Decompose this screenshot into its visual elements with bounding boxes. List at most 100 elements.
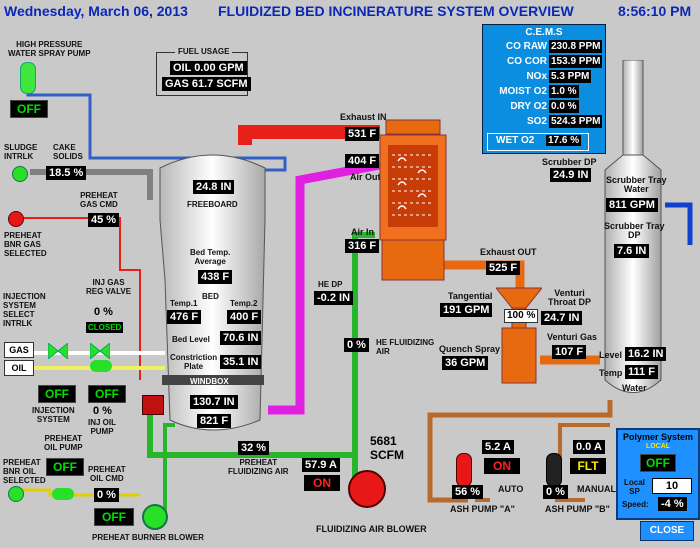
cems-row-value: 524.3 PPM bbox=[549, 115, 603, 128]
ash-pump-b-label: ASH PUMP "B" bbox=[545, 504, 610, 514]
burner-air-pipe bbox=[163, 423, 175, 515]
preheat-oil-pump-icon[interactable] bbox=[52, 488, 74, 500]
windbox-label: WINDBOX bbox=[190, 377, 229, 386]
hp-pump-label: HIGH PRESSURE WATER SPRAY PUMP bbox=[8, 40, 91, 58]
inj-oil-pump-button[interactable]: OFF bbox=[88, 385, 126, 403]
windbox-temp-value: 821 F bbox=[197, 414, 232, 428]
polymer-local-sp-input[interactable]: 10 bbox=[652, 478, 692, 494]
windbox-header-bar bbox=[162, 375, 264, 385]
exhaust-in-label: Exhaust IN bbox=[340, 112, 387, 122]
gas-select-button[interactable]: GAS bbox=[4, 342, 34, 358]
preheat-burner-blower-button[interactable]: OFF bbox=[94, 508, 134, 526]
he-dp-label: HE DP bbox=[318, 280, 343, 289]
time-display: 8:56:10 PM bbox=[618, 3, 692, 19]
ash-pump-a-icon[interactable] bbox=[456, 453, 472, 487]
temp1-label: Temp.1 bbox=[170, 299, 198, 308]
fuel-usage-title: FUEL USAGE bbox=[175, 47, 233, 56]
inj-gas-valve-value: 0 % bbox=[94, 306, 113, 318]
scrubber-temp-label: Temp bbox=[599, 368, 623, 378]
inj-gas-valve-icon[interactable] bbox=[90, 343, 110, 359]
quench-spray-value: 36 GPM bbox=[442, 356, 489, 370]
freeboard-pressure-value: 24.8 IN bbox=[193, 180, 235, 194]
wet-o2-value: 17.6 % bbox=[546, 135, 582, 146]
air-in-value: 316 F bbox=[345, 239, 380, 253]
preheat-oil-cmd-label: PREHEAT OIL CMD bbox=[88, 465, 126, 483]
injection-select-label: INJECTION SYSTEM SELECT INTRLK bbox=[3, 292, 46, 328]
ash-pump-b-amps: 0.0 A bbox=[573, 440, 605, 454]
hp-pump-status-button[interactable]: OFF bbox=[10, 100, 48, 118]
preheat-burner-icon bbox=[142, 395, 164, 415]
sludge-interlock-indicator bbox=[12, 166, 28, 182]
cems-row-label: CO RAW bbox=[505, 41, 547, 52]
preheat-gas-cmd-value: 45 % bbox=[88, 213, 120, 227]
cake-solids-value: 18.5 % bbox=[46, 166, 87, 180]
venturi-gas-value: 107 F bbox=[552, 345, 587, 359]
cems-row-value: 1.0 % bbox=[549, 85, 579, 98]
air-in-label: Air In bbox=[351, 227, 375, 237]
preheat-gas-pipe bbox=[16, 217, 141, 380]
hot-air-pipe bbox=[268, 160, 381, 415]
cems-title: C.E.M.S bbox=[525, 27, 563, 38]
polymer-status-button[interactable]: OFF bbox=[640, 454, 676, 472]
he-fluidizing-air-value: 0 % bbox=[344, 338, 369, 352]
venturi-scrubber bbox=[496, 287, 542, 384]
scrubber-tower bbox=[604, 60, 662, 393]
ash-pump-a-label: ASH PUMP "A" bbox=[450, 504, 515, 514]
preheat-gas-cmd-label: PREHEAT GAS CMD bbox=[80, 191, 118, 209]
exhaust-out-value: 525 F bbox=[486, 261, 521, 275]
inj-oil-pump-icon[interactable] bbox=[90, 360, 112, 372]
windbox-pressure-value: 130.7 IN bbox=[190, 395, 238, 409]
fluidizing-blower-status-button[interactable]: ON bbox=[304, 475, 340, 491]
ash-pump-b-status-button[interactable]: FLT bbox=[570, 458, 606, 474]
exhaust-out-label: Exhaust OUT bbox=[480, 247, 537, 257]
wet-o2-frame: WET O2 17.6 % bbox=[487, 133, 589, 151]
inj-oil-pump-value: 0 % bbox=[93, 405, 112, 417]
venturi-gas-label: Venturi Gas bbox=[547, 332, 598, 342]
polymer-system-panel: Polymer System LOCAL OFF Local SP 10 Spe… bbox=[616, 428, 700, 520]
bed-level-value: 70.6 IN bbox=[220, 331, 262, 345]
burner-blower-icon[interactable] bbox=[142, 504, 168, 530]
bed-level-label: Bed Level bbox=[172, 335, 210, 344]
preheat-fluidizing-air-label: PREHEAT FLUIDIZING AIR bbox=[228, 458, 289, 476]
close-button[interactable]: CLOSE bbox=[640, 521, 694, 541]
ash-pump-a-status-button[interactable]: ON bbox=[484, 458, 520, 474]
fuel-oil-value: OIL 0.00 GPM bbox=[170, 61, 247, 75]
bed-temp-average-value: 438 F bbox=[198, 270, 233, 284]
quench-spray-label: Quench Spray bbox=[439, 344, 501, 354]
ash-pump-b-icon[interactable] bbox=[546, 453, 562, 487]
scrubber-level-value: 16.2 IN bbox=[625, 347, 667, 361]
cems-row-value: 5.3 PPM bbox=[549, 70, 592, 83]
hp-pump-icon[interactable] bbox=[20, 62, 36, 94]
preheat-bnr-oil-indicator bbox=[8, 486, 24, 502]
he-dp-value: -0.2 IN bbox=[314, 291, 354, 305]
preheat-fluidizing-air-value: 32 % bbox=[238, 441, 270, 455]
inj-oil-pump-label: INJ OIL PUMP bbox=[88, 418, 117, 436]
fluidizing-blower-scfm-value: 5681 bbox=[370, 434, 397, 448]
fluidizing-blower-icon[interactable] bbox=[348, 470, 386, 508]
preheat-bnr-gas-indicator bbox=[8, 211, 24, 227]
fluidizing-blower-scfm-unit: SCFM bbox=[370, 448, 404, 462]
exhaust-in-value: 531 F bbox=[345, 127, 380, 141]
cems-row-value: 0.0 % bbox=[549, 100, 579, 113]
air-out-label: Air Out bbox=[350, 172, 381, 182]
screen-title: FLUIDIZED BED INCINERATURE SYSTEM OVERVI… bbox=[218, 3, 574, 19]
ash-pump-b-mode: MANUAL bbox=[577, 484, 616, 494]
cems-row-label: SO2 bbox=[526, 116, 547, 127]
temp2-label: Temp.2 bbox=[230, 299, 258, 308]
inj-gas-valve-label: INJ GAS REG VALVE bbox=[86, 278, 132, 296]
cems-row-label: MOIST O2 bbox=[499, 86, 547, 97]
gas-valve-icon[interactable] bbox=[48, 343, 68, 359]
scrubber-level-label: Level bbox=[599, 350, 623, 360]
bed-label: BED bbox=[202, 292, 219, 301]
oil-select-button[interactable]: OIL bbox=[4, 360, 34, 376]
cems-row-value: 230.8 PPM bbox=[549, 40, 603, 53]
preheat-oil-pump-button[interactable]: OFF bbox=[46, 458, 84, 476]
cems-row-value: 153.9 PPM bbox=[549, 55, 603, 68]
injection-system-button[interactable]: OFF bbox=[38, 385, 76, 403]
constriction-plate-label: Constriction Plate bbox=[170, 353, 218, 371]
